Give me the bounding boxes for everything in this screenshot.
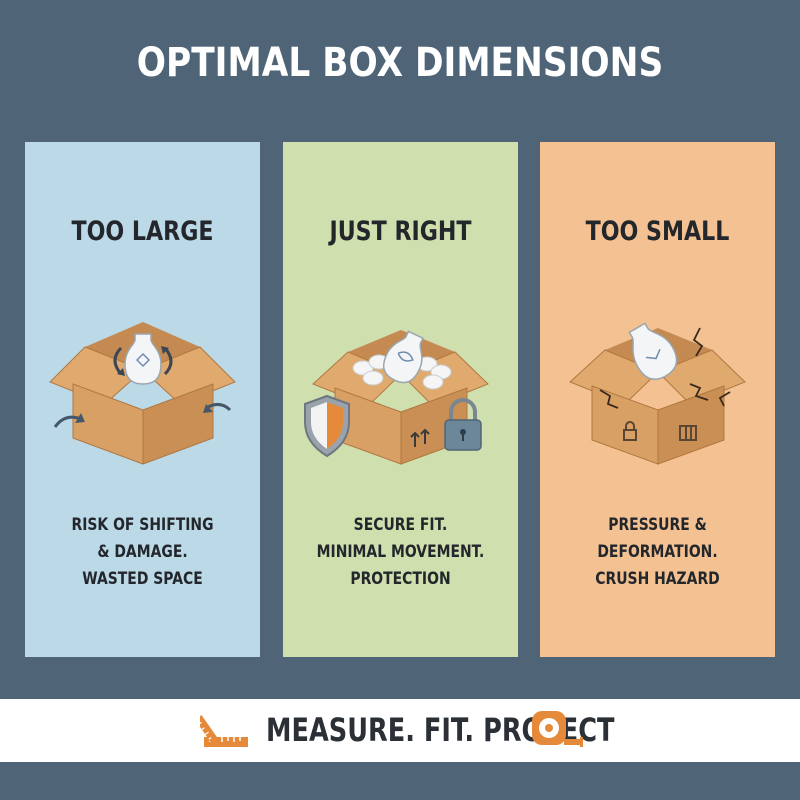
panel-description: PRESSURE & DEFORMATION. CRUSH HAZARD bbox=[595, 515, 720, 589]
fragile-mark-icon bbox=[623, 421, 697, 441]
footer-banner: MEASURE. FIT. PROTECT bbox=[0, 699, 800, 762]
footer-tagline: MEASURE. FIT. PROTECT bbox=[266, 711, 615, 749]
tape-measure-icon bbox=[532, 711, 583, 747]
panel-too-small: TOO SMALL PRESSURE & DEFORMATION. bbox=[540, 142, 775, 657]
panel-heading: TOO SMALL bbox=[585, 216, 730, 247]
lock-icon bbox=[444, 398, 482, 451]
page-title: OPTIMAL BOX DIMENSIONS bbox=[136, 40, 664, 86]
crack-icon bbox=[599, 327, 731, 409]
ruler-icon bbox=[200, 715, 248, 747]
panel-too-large: TOO LARGE RISK OF SHIFTING & DAMAGE. WAS… bbox=[25, 142, 260, 657]
vase-icon bbox=[124, 333, 162, 385]
vase-icon bbox=[382, 330, 424, 384]
shield-icon bbox=[304, 394, 350, 458]
panel-heading: JUST RIGHT bbox=[329, 216, 472, 247]
vase-icon bbox=[628, 322, 678, 381]
panel-heading: TOO LARGE bbox=[71, 216, 214, 247]
oversized-box-icon bbox=[49, 322, 236, 465]
fitted-box-icon bbox=[304, 330, 489, 465]
panel-description: RISK OF SHIFTING & DAMAGE. WASTED SPACE bbox=[71, 515, 214, 589]
this-side-up-icon bbox=[410, 428, 430, 447]
crushed-box-icon bbox=[569, 322, 746, 465]
panel-just-right: JUST RIGHT bbox=[283, 142, 518, 657]
panel-description: SECURE FIT. MINIMAL MOVEMENT. PROTECTION bbox=[316, 515, 485, 589]
